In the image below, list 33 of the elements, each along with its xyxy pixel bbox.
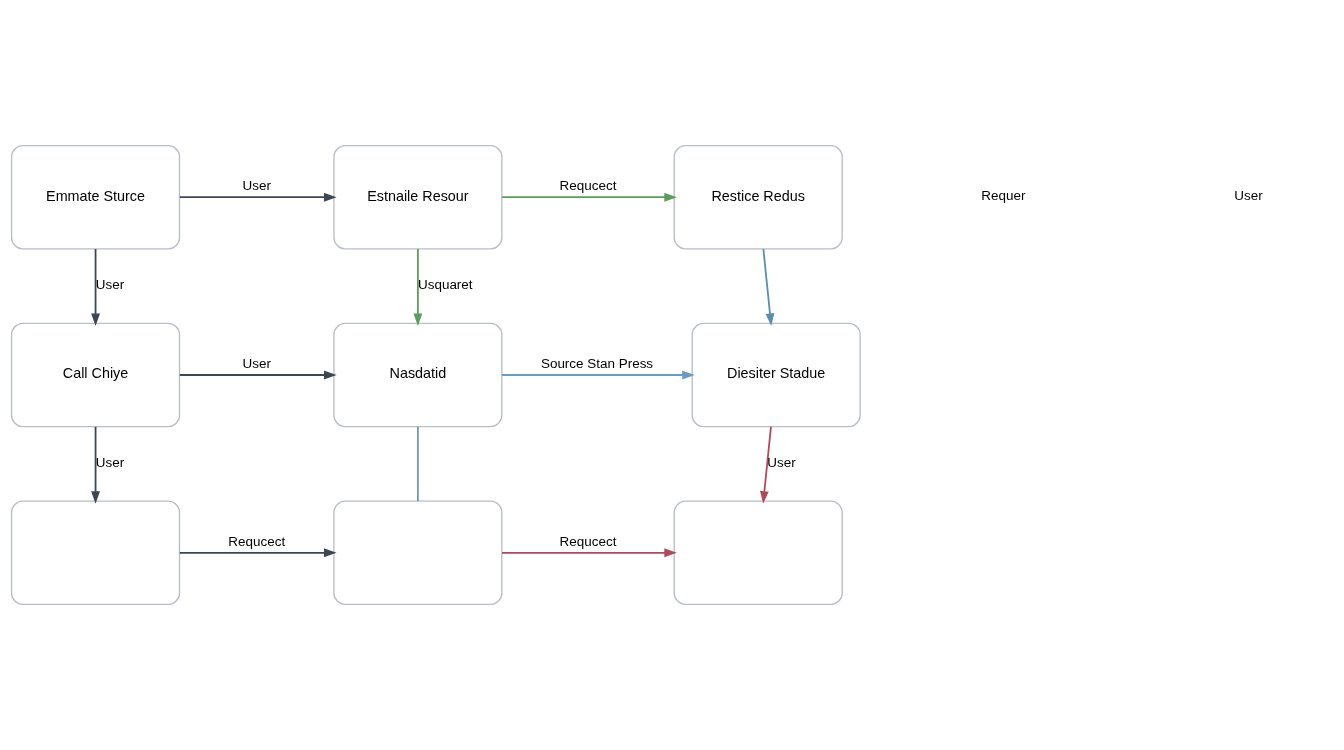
node-box — [673, 500, 843, 606]
edge-label: Requcect — [559, 533, 617, 549]
arrow — [91, 425, 100, 504]
arrow — [501, 192, 677, 202]
edge-label: Requcect — [559, 178, 617, 194]
edge-label: User — [767, 455, 796, 471]
label: User — [1234, 188, 1263, 204]
edge-label: User — [95, 455, 125, 471]
edge-label: Source Stan Press — [540, 355, 654, 371]
node-box: Nasdatid — [333, 322, 503, 428]
node-box: Emmate Sturce — [10, 144, 181, 250]
node-box: Estnaile Resour — [333, 144, 503, 250]
arrow — [91, 248, 100, 327]
arrow — [413, 248, 423, 327]
arrow — [178, 548, 337, 558]
connector — [417, 425, 419, 502]
edge-label: Requcect — [228, 533, 286, 549]
edge-label: User — [242, 355, 271, 371]
edge-label: User — [95, 277, 125, 293]
node-box: Restice Redus — [673, 144, 843, 250]
arrow — [178, 370, 337, 380]
arrow — [760, 425, 772, 504]
label: Requer — [981, 188, 1026, 204]
node-box: Diesiter Stadue — [691, 322, 861, 428]
node-box: Call Chiye — [10, 322, 181, 428]
arrow — [501, 548, 677, 558]
arrow — [178, 192, 337, 202]
arrow — [762, 248, 775, 327]
node-box — [333, 500, 503, 606]
edge-label: Usquaret — [417, 277, 473, 293]
node-box — [10, 500, 181, 606]
arrow — [501, 370, 695, 380]
edge-label: User — [242, 178, 271, 194]
